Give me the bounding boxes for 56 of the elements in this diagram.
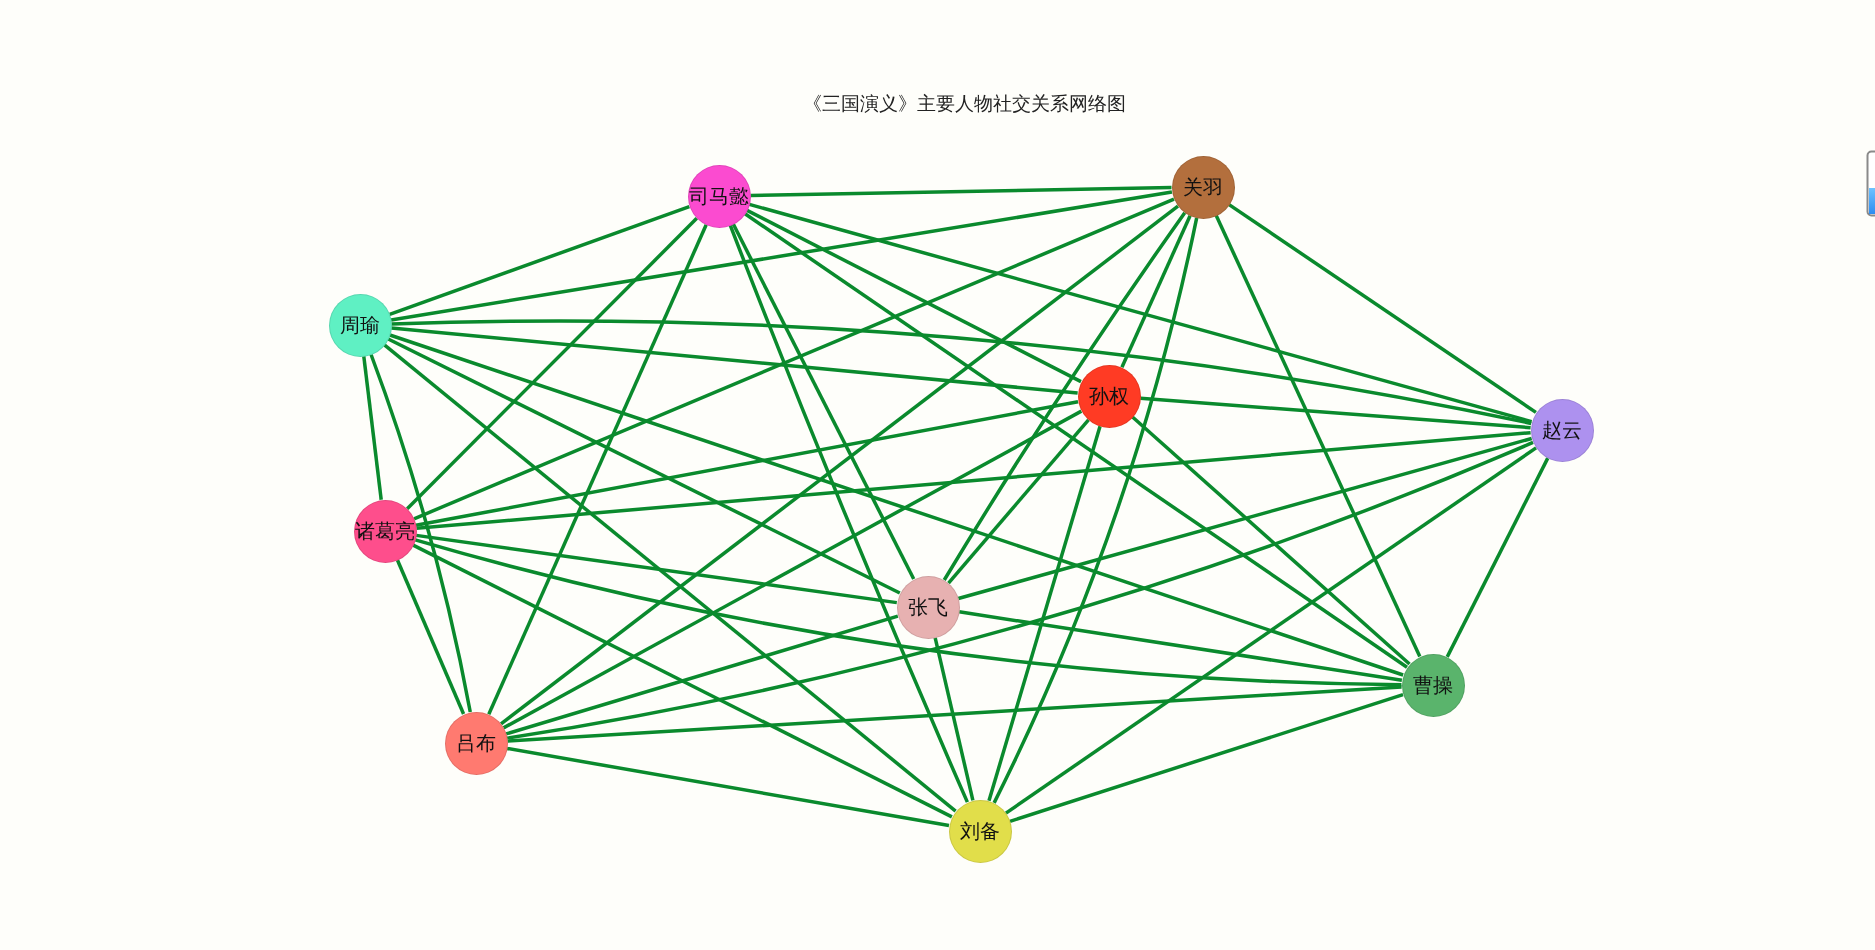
connector-line [731, 223, 916, 580]
connector-line [507, 685, 1402, 743]
circle-node: 孙权 [1077, 364, 1141, 428]
connector-line [412, 543, 953, 819]
connector-line [506, 440, 1534, 740]
circle-node: 曹操 [1401, 653, 1465, 717]
connector-line [1140, 396, 1531, 430]
connector-line [748, 202, 1533, 424]
connector-line [406, 217, 698, 510]
connector-line [992, 217, 1199, 804]
circle-node: 刘备 [948, 799, 1012, 863]
connector-line [942, 211, 1187, 581]
connector-line [415, 400, 1079, 527]
connector-line [505, 614, 899, 736]
connector-line [728, 224, 969, 803]
connector-line [391, 319, 1532, 426]
connector-line [416, 430, 1531, 531]
connector-line [387, 337, 901, 595]
connector-line [362, 356, 383, 500]
circle-node: 司马懿 [687, 164, 751, 228]
connector-line [1445, 457, 1550, 658]
connector-line [389, 333, 1404, 677]
connector-line [947, 418, 1090, 585]
connector-line [987, 425, 1102, 802]
connector-line [744, 212, 1408, 669]
connector-line [1131, 415, 1411, 666]
connector-line [1009, 693, 1404, 823]
connector-line [369, 353, 472, 713]
connector-line [499, 204, 1180, 726]
circle-node: 赵云 [1530, 398, 1594, 462]
connector-line [746, 208, 1082, 384]
connector-line [1120, 215, 1192, 368]
connector-line [1228, 203, 1537, 414]
circle-node: 周瑜 [328, 293, 392, 357]
connector-line [413, 197, 1175, 521]
connector-line [1214, 214, 1422, 658]
connector-line [506, 746, 950, 828]
connector-line [389, 205, 690, 316]
connector-line [415, 533, 898, 605]
connector-line [933, 637, 975, 801]
connector-line [487, 224, 708, 715]
chart-title: 《三国演义》主要人物社交关系网络图 [802, 93, 1126, 116]
connector-line [1004, 446, 1538, 815]
circle-node: 吕布 [444, 711, 508, 775]
circle-node: 关羽 [1171, 155, 1235, 219]
connector-line [957, 436, 1533, 601]
connector-line [750, 185, 1172, 198]
connector-line [391, 326, 1078, 395]
circle-node: 张飞 [896, 575, 960, 639]
connector-line [414, 538, 1402, 687]
connector-line [395, 559, 466, 715]
connector-line [383, 343, 957, 813]
circle-node: 诸葛亮 [353, 499, 417, 563]
connector-line [502, 409, 1083, 730]
connector-line [390, 190, 1173, 322]
connector-line [958, 610, 1403, 682]
